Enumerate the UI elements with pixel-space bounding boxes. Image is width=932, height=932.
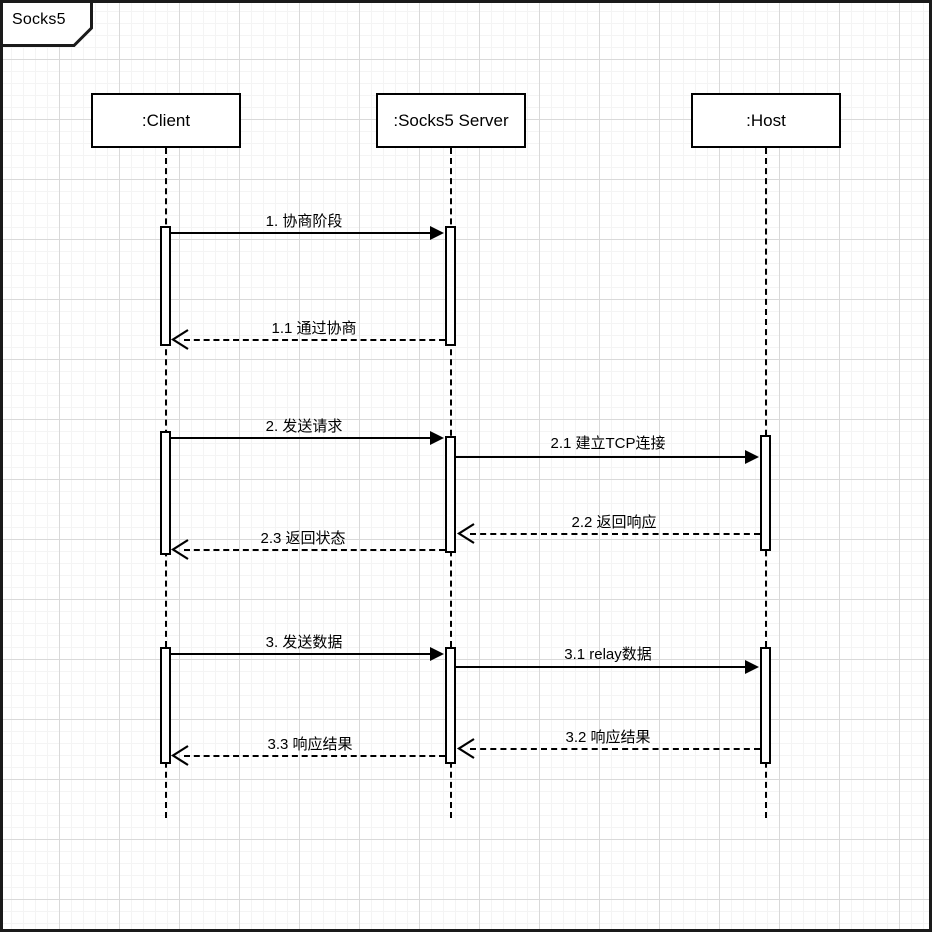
message-3-3-line — [184, 755, 445, 757]
message-2-2-line — [470, 533, 760, 535]
activation-host-3 — [760, 647, 771, 764]
frame-border-bottom — [0, 929, 932, 932]
participant-socks5-server[interactable]: :Socks5 Server — [376, 93, 526, 148]
activation-client-3 — [160, 647, 171, 764]
message-2-arrowhead — [430, 431, 444, 445]
message-3-1-line — [456, 666, 745, 668]
frame-border-top — [93, 0, 932, 3]
message-2-1-line — [456, 456, 745, 458]
participant-host-label: :Host — [746, 110, 786, 130]
message-2-label: 2. 发送请求 — [265, 418, 343, 435]
frame-label-text: Socks5 — [12, 11, 66, 28]
message-3-2-line — [470, 748, 760, 750]
message-3-label: 3. 发送数据 — [265, 634, 343, 651]
message-1-1-line — [184, 339, 445, 341]
message-2-line — [171, 437, 436, 439]
message-2-3-label: 2.3 返回状态 — [260, 530, 346, 547]
participant-client-label: :Client — [141, 110, 191, 130]
message-2-2-label: 2.2 返回响应 — [571, 514, 657, 531]
activation-client-2 — [160, 431, 171, 555]
message-1-arrowhead — [430, 226, 444, 240]
activation-socks5-2 — [445, 436, 456, 553]
participant-host[interactable]: :Host — [691, 93, 841, 148]
message-3-line — [171, 653, 436, 655]
frame-label-shape — [0, 0, 93, 47]
message-2-1-arrowhead — [745, 450, 759, 464]
activation-socks5-3 — [445, 647, 456, 764]
participant-socks5-server-label: :Socks5 Server — [393, 110, 509, 130]
participant-client[interactable]: :Client — [91, 93, 241, 148]
activation-client-1 — [160, 226, 171, 346]
message-3-2-label: 3.2 响应结果 — [565, 729, 651, 746]
message-1-line — [171, 232, 436, 234]
message-3-arrowhead — [430, 647, 444, 661]
message-1-label: 1. 协商阶段 — [265, 213, 343, 230]
message-3-1-label: 3.1 relay数据 — [564, 646, 652, 663]
activation-socks5-1 — [445, 226, 456, 346]
message-1-1-label: 1.1 通过协商 — [271, 320, 357, 337]
activation-host-2 — [760, 435, 771, 551]
frame-border-left — [0, 0, 3, 932]
message-3-1-arrowhead — [745, 660, 759, 674]
frame-border-right — [929, 0, 932, 932]
message-2-3-line — [184, 549, 445, 551]
message-3-3-label: 3.3 响应结果 — [267, 736, 353, 753]
message-2-1-label: 2.1 建立TCP连接 — [550, 435, 666, 452]
